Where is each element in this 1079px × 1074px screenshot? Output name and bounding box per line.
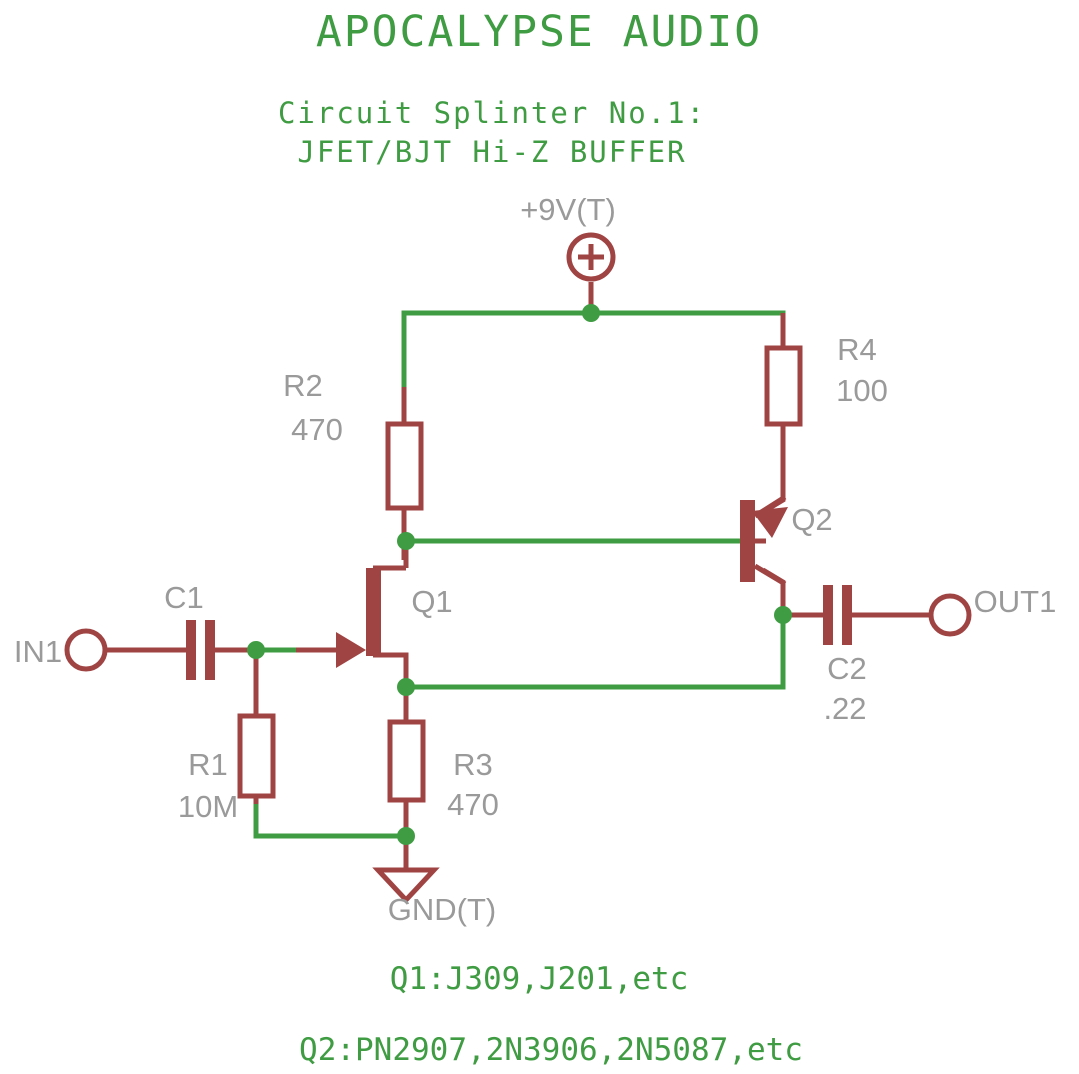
input-terminal-in1[interactable] — [64, 628, 108, 672]
resistor-r2 — [385, 421, 424, 511]
transistor-q2-pnp — [740, 494, 788, 587]
r3-ref-label: R3 — [453, 747, 493, 782]
r2-value-label: 470 — [291, 412, 343, 447]
junction-drain-node — [397, 532, 415, 550]
net-r1-gnd — [253, 800, 406, 839]
r2-ref-label: R2 — [283, 368, 323, 403]
ground-label: GND(T) — [388, 892, 496, 927]
subtitle-line-2: JFET/BJT Hi-Z BUFFER — [297, 135, 686, 169]
q2-ref-label: Q2 — [791, 502, 832, 537]
brand-title: APOCALYPSE AUDIO — [316, 7, 762, 57]
resistor-r1 — [237, 713, 276, 799]
resistor-r3 — [387, 719, 426, 803]
subtitle-line-1: Circuit Splinter No.1: — [278, 96, 706, 130]
net-source-collector — [406, 615, 786, 690]
r4-value-label: 100 — [836, 373, 888, 408]
r3-value-label: 470 — [447, 787, 499, 822]
junction-output-node — [774, 606, 792, 624]
c2-ref-label: C2 — [827, 651, 867, 686]
net-vplus — [401, 310, 786, 423]
out1-label: OUT1 — [974, 584, 1057, 619]
junction-ground-node — [397, 827, 415, 845]
c2-value-label: .22 — [823, 691, 866, 726]
capacitor-c1 — [186, 620, 215, 680]
note-line-1: Q1:J309,J201,etc — [390, 961, 689, 997]
output-terminal-out1[interactable] — [928, 593, 972, 637]
resistor-r4 — [764, 345, 803, 427]
ground-symbol — [372, 867, 440, 904]
in1-label: IN1 — [14, 634, 62, 669]
r1-ref-label: R1 — [188, 747, 228, 782]
supply-label: +9V(T) — [520, 192, 616, 227]
junction-gate-node — [247, 641, 265, 659]
r4-ref-label: R4 — [837, 332, 877, 367]
transistor-q1-jfet — [336, 568, 381, 668]
power-supply-symbol — [566, 232, 616, 282]
junction-vplus-rail — [582, 304, 600, 322]
c1-ref-label: C1 — [164, 580, 204, 615]
q1-ref-label: Q1 — [411, 584, 452, 619]
capacitor-c2 — [823, 585, 852, 645]
note-line-2: Q2:PN2907,2N3906,2N5087,etc — [299, 1032, 803, 1068]
junction-source-node — [397, 678, 415, 696]
r1-value-label: 10M — [178, 789, 238, 824]
